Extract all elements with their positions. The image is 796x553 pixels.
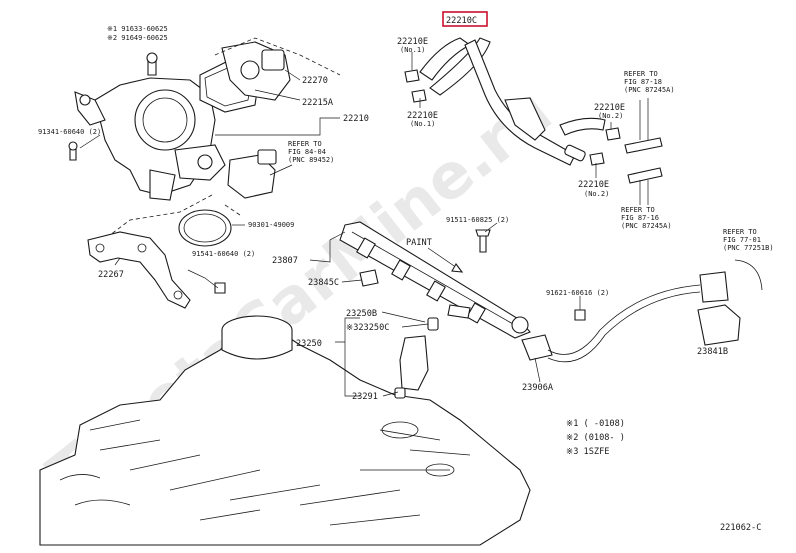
diagram-code: 221062-C bbox=[720, 523, 761, 533]
part-22210[interactable]: 22210 bbox=[343, 114, 369, 124]
svg-text:(PNC 77251B): (PNC 77251B) bbox=[723, 244, 774, 252]
part-22210E-top[interactable]: 22210E bbox=[397, 37, 428, 47]
part-22210E-mid-no: (No.1) bbox=[410, 120, 435, 128]
part-22210E-mid[interactable]: 22210E bbox=[407, 111, 438, 121]
throttle-body-illustration bbox=[68, 37, 341, 247]
footnote-legend: ※1 ( -0108) ※2 (0108- ) ※3 1SZFE bbox=[566, 419, 625, 457]
part-91541-60640[interactable]: 91541-60640 (2) bbox=[192, 250, 255, 258]
svg-text:FIG 84-04: FIG 84-04 bbox=[288, 148, 326, 156]
refer-fig-77-01[interactable]: REFER TO FIG 77-01 (PNC 77251B) bbox=[723, 228, 774, 252]
paint-note: PAINT bbox=[406, 238, 432, 248]
legend-3: ※3 1SZFE bbox=[566, 447, 609, 457]
part-91633-60625[interactable]: ※1 91633-60625 bbox=[107, 25, 168, 33]
part-23250[interactable]: 23250 bbox=[296, 339, 322, 349]
part-90301-49009[interactable]: 90301-49009 bbox=[248, 221, 294, 229]
part-91621-60616[interactable]: 91621-60616 (2) bbox=[546, 289, 609, 297]
svg-text:REFER TO: REFER TO bbox=[723, 228, 757, 236]
part-91511-60825[interactable]: 91511-60825 (2) bbox=[446, 216, 509, 224]
svg-text:REFER TO: REFER TO bbox=[624, 70, 658, 78]
part-22210E-top-no: (No.1) bbox=[400, 46, 425, 54]
part-22267[interactable]: 22267 bbox=[98, 270, 124, 280]
svg-text:REFER TO: REFER TO bbox=[288, 140, 322, 148]
part-23845C[interactable]: 23845C bbox=[308, 278, 339, 288]
svg-text:FIG 87-18: FIG 87-18 bbox=[624, 78, 662, 86]
part-22215A[interactable]: 22215A bbox=[302, 98, 334, 108]
part-91341-60640[interactable]: 91341-60640 (2) bbox=[38, 128, 101, 136]
refer-fig-87-16[interactable]: REFER TO FIG 87-16 (PNC 87245A) bbox=[621, 206, 672, 230]
fuel-rail-illustration bbox=[339, 221, 531, 399]
legend-2: ※2 (0108- ) bbox=[566, 433, 625, 443]
part-23841B[interactable]: 23841B bbox=[697, 347, 728, 357]
svg-text:FIG 87-16: FIG 87-16 bbox=[621, 214, 659, 222]
leader-lines bbox=[79, 52, 612, 397]
part-23807[interactable]: 23807 bbox=[272, 256, 298, 266]
part-91649-60625[interactable]: ※2 91649-60625 bbox=[107, 34, 168, 42]
svg-text:(PNC 87245A): (PNC 87245A) bbox=[621, 222, 672, 230]
refer-fig-87-18[interactable]: REFER TO FIG 87-18 (PNC 87245A) bbox=[624, 70, 675, 94]
fuel-line-illustration bbox=[521, 259, 763, 363]
part-23250C[interactable]: ※323250C bbox=[346, 323, 389, 333]
part-23291[interactable]: 23291 bbox=[352, 392, 378, 402]
svg-text:(PNC 89452): (PNC 89452) bbox=[288, 156, 334, 164]
part-23250B[interactable]: 23250B bbox=[346, 309, 377, 319]
part-23906A[interactable]: 23906A bbox=[522, 383, 554, 393]
part-22210E-r1[interactable]: 22210E bbox=[594, 103, 625, 113]
main-part-highlight bbox=[442, 11, 488, 27]
refer-fig-84-04[interactable]: REFER TO FIG 84-04 (PNC 89452) bbox=[288, 140, 334, 164]
part-22210C[interactable]: 22210C bbox=[446, 16, 477, 26]
part-22210E-r1-no: (No.2) bbox=[598, 112, 623, 120]
legend-1: ※1 ( -0108) bbox=[566, 419, 625, 429]
part-22210E-r2-no: (No.2) bbox=[584, 190, 609, 198]
svg-text:REFER TO: REFER TO bbox=[621, 206, 655, 214]
svg-text:FIG 77-01: FIG 77-01 bbox=[723, 236, 761, 244]
hose-illustration bbox=[404, 37, 663, 205]
engine-block-illustration bbox=[39, 315, 531, 546]
svg-text:(PNC 87245A): (PNC 87245A) bbox=[624, 86, 675, 94]
part-22270[interactable]: 22270 bbox=[302, 76, 328, 86]
part-22210E-r2[interactable]: 22210E bbox=[578, 180, 609, 190]
bracket-illustration bbox=[87, 231, 226, 309]
